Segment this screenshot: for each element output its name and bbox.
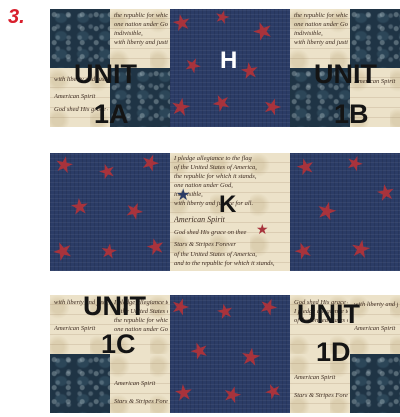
unit-id-label: 1B	[334, 101, 369, 127]
star-motif: ★	[144, 235, 168, 261]
block-label-h: H	[220, 49, 237, 73]
star-motif: ★	[120, 198, 147, 226]
star-motif: ★	[170, 93, 193, 120]
star-motif: ★	[69, 196, 91, 220]
star-motif: ★	[343, 153, 367, 175]
unit-id-label: 1D	[316, 339, 351, 366]
fabric-script-text: the republic for which it stands,	[174, 173, 288, 180]
h-star-block: ★ ★ ★ ★ ★ ★ ★ ★ H	[170, 9, 290, 127]
fabric-script-text: one nation under God,	[294, 21, 348, 28]
unit-1d-block: God shed His grace on thee I pledge alle…	[290, 295, 400, 413]
fabric-script-text: one nation under God,	[114, 21, 168, 28]
fabric-script-text: American Spirit	[294, 374, 348, 381]
unit-label: UNIT	[314, 61, 377, 88]
star-motif: ★	[348, 235, 373, 262]
fabric-script-text: American Spirit	[354, 325, 398, 332]
star-motif: ★	[255, 295, 282, 322]
star-motif: ★	[137, 153, 163, 178]
unit-label: UNIT	[83, 295, 146, 320]
unit-label: UNIT	[74, 61, 137, 88]
star-motif: ★	[173, 382, 195, 406]
star-motif: ★	[187, 338, 213, 365]
fabric-script-text: indivisible,	[114, 30, 168, 37]
unit-1a-block: the republic for which it stands, one na…	[50, 9, 170, 127]
star-motif: ★	[238, 344, 263, 371]
fabric-script-text: the republic for which it stands,	[294, 12, 348, 19]
fabric-script-text: American Spirit	[54, 325, 108, 332]
left-star-block: ★ ★ ★ ★ ★ ★ ★ ★	[50, 153, 170, 271]
step-number: 3.	[8, 6, 25, 29]
unit-1c-block: with liberty and justice for all. Americ…	[50, 295, 170, 413]
navy-floral-square	[350, 354, 400, 413]
star-print: ★ ★ ★ ★ ★ ★	[290, 153, 400, 271]
star-motif: ★	[374, 181, 397, 206]
star-print: ★ ★ ★ ★ ★ ★ ★ ★	[170, 295, 290, 413]
star-motif: ★	[214, 299, 236, 322]
star-motif: ★	[181, 52, 206, 78]
fabric-script-text: and to the republic for which it stands,	[174, 260, 288, 267]
bottom-star-block: ★ ★ ★ ★ ★ ★ ★ ★	[170, 295, 290, 413]
star-motif: ★	[95, 159, 118, 184]
star-motif: ★	[219, 383, 244, 410]
quilt-row-1: the republic for which it stands, one na…	[50, 9, 400, 127]
star-print: ★ ★ ★ ★ ★ ★ ★ ★	[50, 153, 170, 271]
quilt-row-2: ★ ★ ★ ★ ★ ★ ★ ★ I pledge allegiance to t…	[50, 153, 400, 271]
star-motif: ★	[293, 155, 318, 181]
star-motif: ★	[208, 90, 235, 118]
star-motif: ★	[170, 11, 194, 37]
star-motif: ★	[52, 153, 76, 179]
star-motif: ★	[261, 378, 286, 404]
star-motif: ★	[259, 94, 285, 121]
star-motif: ★	[249, 16, 277, 46]
unit-label: UNIT	[297, 301, 360, 328]
star-motif: ★	[239, 60, 262, 85]
quilt-row-3: with liberty and justice for all. Americ…	[50, 295, 400, 413]
star-motif: ★	[212, 9, 232, 29]
star-motif: ★	[313, 197, 340, 225]
fabric-script-text: American Spirit	[114, 380, 168, 387]
cream-script-square: American Spirit Stars & Stripes Forever	[110, 354, 170, 413]
star-motif: ★	[291, 238, 317, 265]
fabric-script-text: Stars & Stripes Forever	[114, 398, 168, 405]
navy-floral-square	[50, 354, 110, 413]
fabric-script-text: the republic for which it stands,	[114, 12, 168, 19]
fabric-script-text: of the United States of America,	[174, 164, 288, 171]
unit-id-label: 1A	[94, 101, 129, 127]
fabric-script-text: indivisible,	[294, 30, 348, 37]
star-motif: ★	[99, 240, 120, 262]
star-motif: ★	[50, 236, 77, 266]
fabric-script-text: with liberty and justice for all.	[294, 39, 348, 46]
star-motif: ★	[256, 223, 269, 237]
fabric-script-text: I pledge allegiance to the flag	[174, 155, 288, 162]
unit-1b-block: the republic for which it stands, one na…	[290, 9, 400, 127]
fabric-script-text: one nation under God,	[174, 182, 288, 189]
unit-id-label: 1C	[101, 331, 136, 358]
star-motif: ★	[170, 295, 193, 322]
fabric-script-text: with liberty and justice for all.	[354, 301, 398, 308]
fabric-script-text: Stars & Stripes Forever	[294, 392, 348, 399]
fabric-script-text: Stars & Stripes Forever	[174, 241, 288, 248]
fabric-script-text: of the United States of America,	[174, 251, 288, 258]
k-script-block: I pledge allegiance to the flag of the U…	[170, 153, 290, 271]
fabric-script-text: God shed His grace on thee	[174, 229, 288, 236]
fabric-script-text: with liberty and justice for all.	[114, 39, 168, 46]
block-label-k: K	[219, 193, 236, 217]
right-star-block: ★ ★ ★ ★ ★ ★	[290, 153, 400, 271]
star-motif: ★	[176, 187, 190, 203]
